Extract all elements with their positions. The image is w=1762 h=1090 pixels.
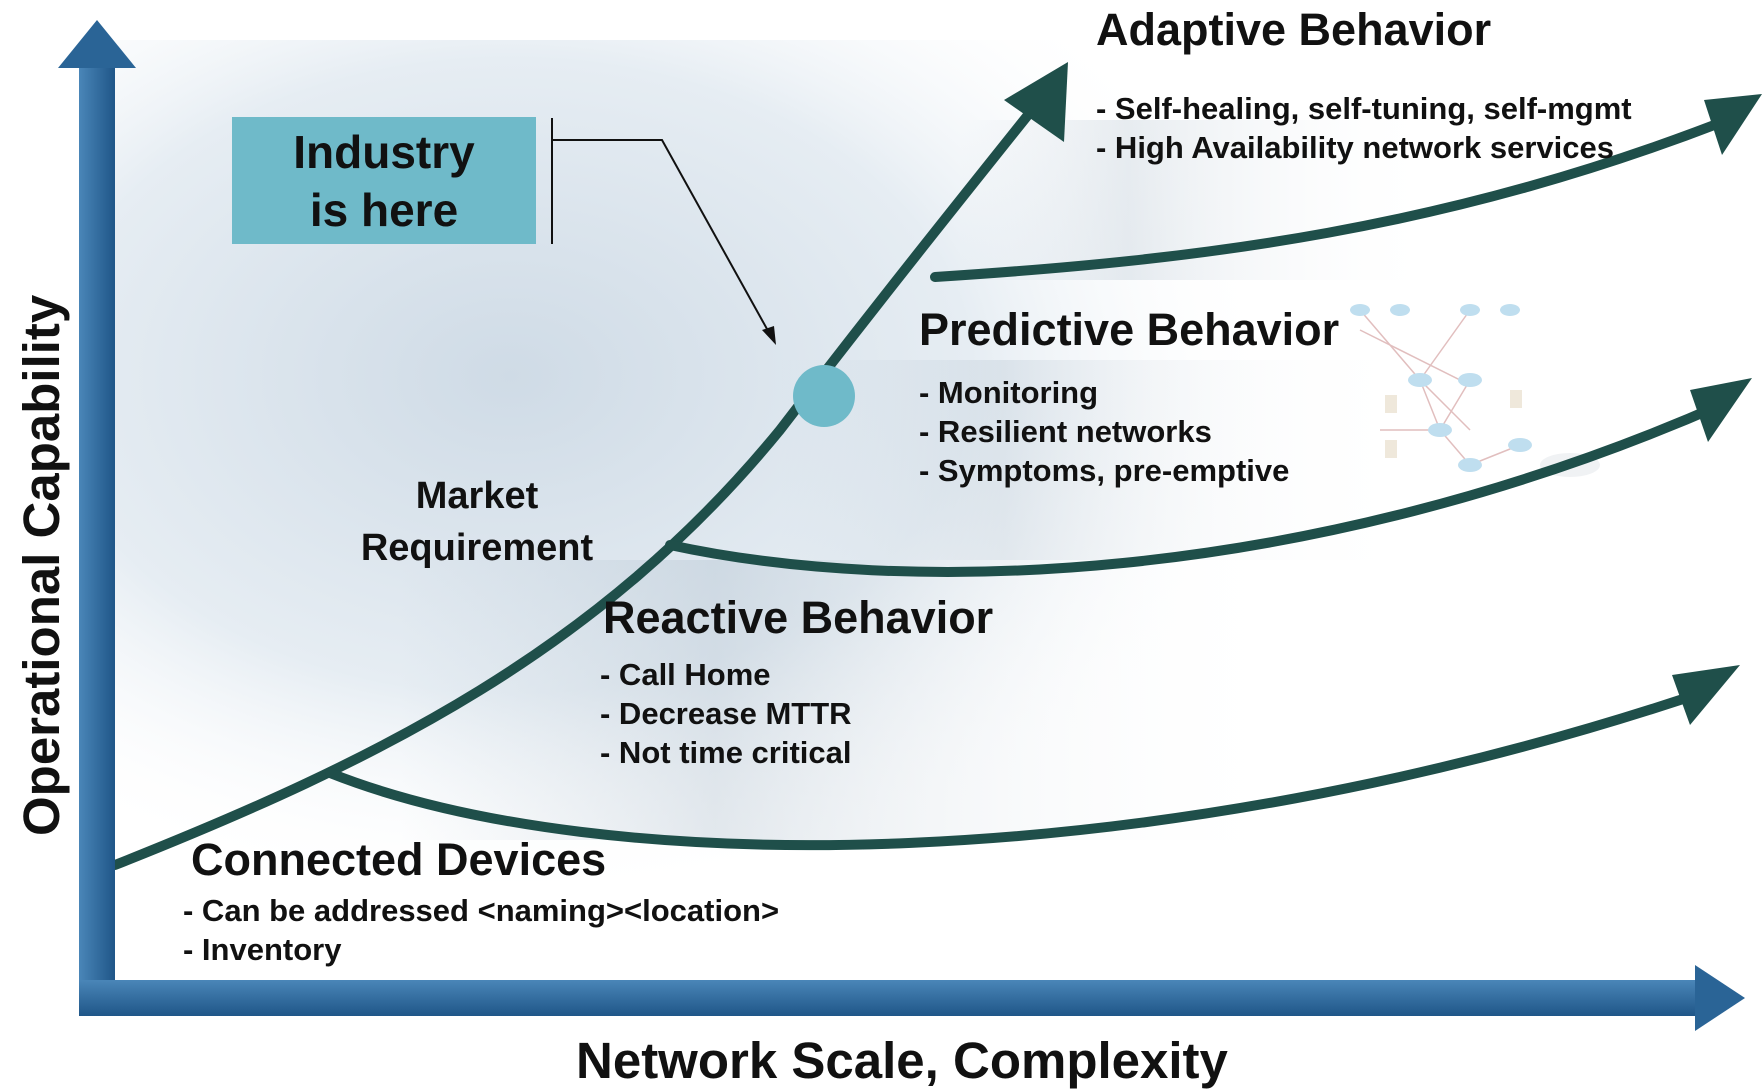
reactive-item: - Not time critical bbox=[600, 735, 852, 770]
x-axis-shaft bbox=[79, 980, 1699, 1016]
reactive-arrowhead bbox=[1690, 378, 1752, 442]
predictive-curve bbox=[930, 110, 1745, 282]
industry-position-marker bbox=[793, 365, 855, 427]
adaptive-item: - High Availability network services bbox=[1096, 130, 1614, 165]
predictive-behavior-list: - Monitoring - Resilient networks - Symp… bbox=[919, 373, 1289, 490]
background-photo-strip-lower bbox=[400, 560, 1300, 840]
predictive-item: - Resilient networks bbox=[919, 414, 1212, 449]
reactive-behavior-list: - Call Home - Decrease MTTR - Not time c… bbox=[600, 655, 852, 772]
callout-line-1: Industry bbox=[293, 125, 475, 178]
connected-item: - Can be addressed <naming><location> bbox=[183, 893, 780, 928]
reactive-behavior-title: Reactive Behavior bbox=[603, 592, 994, 643]
market-requirement-arrowhead bbox=[1004, 62, 1068, 142]
adaptive-behavior-list: - Self-healing, self-tuning, self-mgmt -… bbox=[1096, 89, 1632, 167]
connected-item: - Inventory bbox=[183, 932, 342, 967]
growth-curves bbox=[110, 95, 1745, 870]
market-requirement-label: Market Requirement bbox=[346, 470, 608, 574]
predictive-item: - Monitoring bbox=[919, 375, 1099, 410]
connected-devices-curve bbox=[325, 685, 1715, 851]
predictive-item: - Symptoms, pre-emptive bbox=[919, 453, 1290, 488]
connected-devices-arrowhead bbox=[1672, 665, 1740, 725]
market-requirement-line-1: Market bbox=[415, 475, 539, 517]
y-axis-label: Operational Capability bbox=[13, 294, 70, 836]
curve-arrowheads bbox=[1004, 62, 1762, 725]
callout-leader-arrowhead bbox=[762, 326, 776, 345]
network-topology-illustration bbox=[1350, 304, 1600, 477]
market-requirement-line-2: Requirement bbox=[360, 527, 594, 569]
predictive-arrowhead bbox=[1704, 94, 1762, 155]
adaptive-item: - Self-healing, self-tuning, self-mgmt bbox=[1096, 91, 1632, 126]
callout-line-2: is here bbox=[309, 183, 459, 236]
market-requirement-curve bbox=[110, 95, 1045, 870]
x-axis-arrowhead bbox=[1695, 965, 1745, 1031]
reactive-curve bbox=[665, 398, 1730, 577]
industry-callout-box: Industry is here bbox=[232, 117, 536, 244]
reactive-item: - Decrease MTTR bbox=[600, 696, 852, 731]
axes bbox=[58, 20, 1745, 1031]
connected-devices-title: Connected Devices bbox=[191, 834, 607, 885]
background-photo-strip-middle bbox=[780, 360, 1420, 560]
adaptive-behavior-title: Adaptive Behavior bbox=[1096, 4, 1492, 55]
reactive-item: - Call Home bbox=[600, 657, 771, 692]
y-axis-arrowhead bbox=[58, 20, 136, 68]
y-axis-shaft bbox=[79, 62, 115, 1014]
x-axis-label: Network Scale, Complexity bbox=[576, 1032, 1228, 1089]
callout-leader bbox=[551, 118, 773, 339]
connected-devices-list: - Can be addressed <naming><location> - … bbox=[183, 891, 779, 969]
predictive-behavior-title: Predictive Behavior bbox=[919, 304, 1340, 355]
